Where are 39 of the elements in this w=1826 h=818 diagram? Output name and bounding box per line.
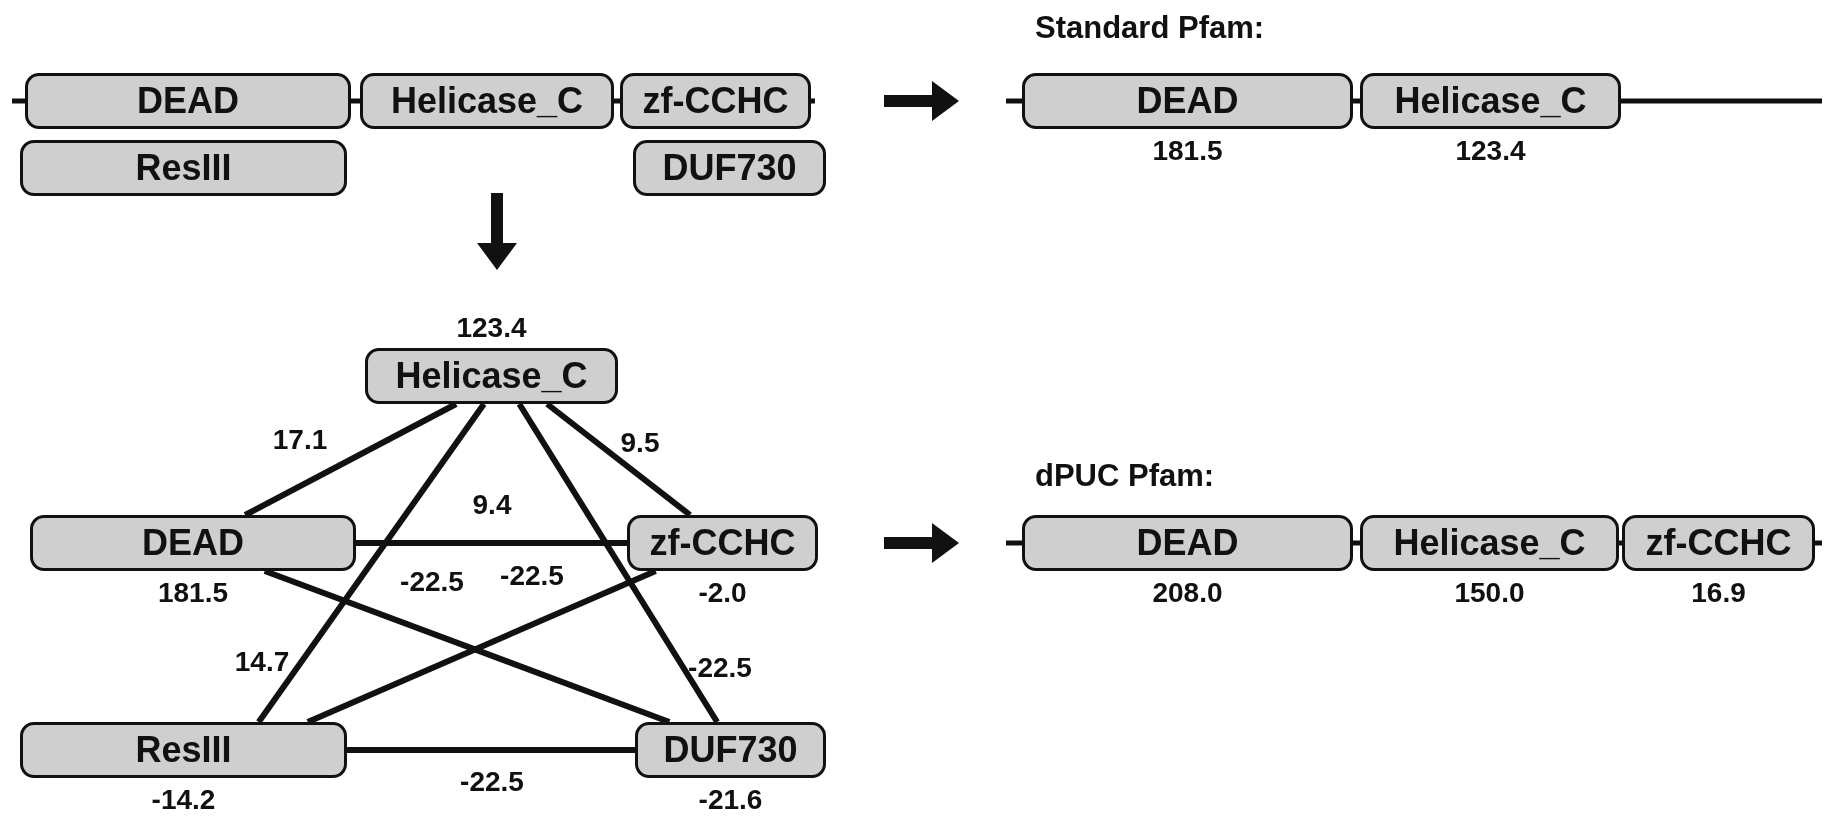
section-heading: Standard Pfam: <box>1035 12 1265 43</box>
edge-label: -22.5 <box>688 654 752 682</box>
domain-score: -21.6 <box>698 786 763 814</box>
domain-box: DEAD <box>1022 73 1353 129</box>
domain-box: DUF730 <box>633 140 826 196</box>
domain-box: DEAD <box>25 73 351 129</box>
domain-score: 181.5 <box>1152 137 1223 165</box>
domain-box: Helicase_C <box>1360 73 1621 129</box>
connector-line <box>256 402 487 724</box>
domain-score: 123.4 <box>456 314 527 342</box>
domain-score: -14.2 <box>151 786 216 814</box>
edge-label: -22.5 <box>400 568 464 596</box>
domain-box: zf-CCHC <box>620 73 811 129</box>
domain-box: Helicase_C <box>360 73 614 129</box>
section-heading: dPUC Pfam: <box>1035 460 1215 491</box>
edge-label: 9.4 <box>472 491 512 519</box>
domain-box: zf-CCHC <box>627 515 818 571</box>
edge-label: -22.5 <box>500 562 564 590</box>
domain-score: 181.5 <box>157 579 229 607</box>
domain-box: Helicase_C <box>365 348 618 404</box>
domain-score: 150.0 <box>1454 579 1525 607</box>
domain-box: zf-CCHC <box>1622 515 1815 571</box>
edge-label: -22.5 <box>460 768 524 796</box>
domain-box: ResIII <box>20 722 347 778</box>
domain-score: 208.0 <box>1152 579 1223 607</box>
edge-label: 9.5 <box>620 429 660 457</box>
edge-label: 14.7 <box>234 648 290 676</box>
connector-line <box>516 402 720 724</box>
domain-box: DEAD <box>1022 515 1353 571</box>
connector-line <box>347 747 635 753</box>
domain-box: ResIII <box>20 140 347 196</box>
domain-score: -2.0 <box>698 579 747 607</box>
domain-box: DEAD <box>30 515 356 571</box>
domain-box: Helicase_C <box>1360 515 1619 571</box>
edge-label: 17.1 <box>272 426 328 454</box>
domain-score: 16.9 <box>1691 579 1746 607</box>
connector-line <box>356 540 627 546</box>
domain-score: 123.4 <box>1455 137 1526 165</box>
domain-box: DUF730 <box>635 722 826 778</box>
